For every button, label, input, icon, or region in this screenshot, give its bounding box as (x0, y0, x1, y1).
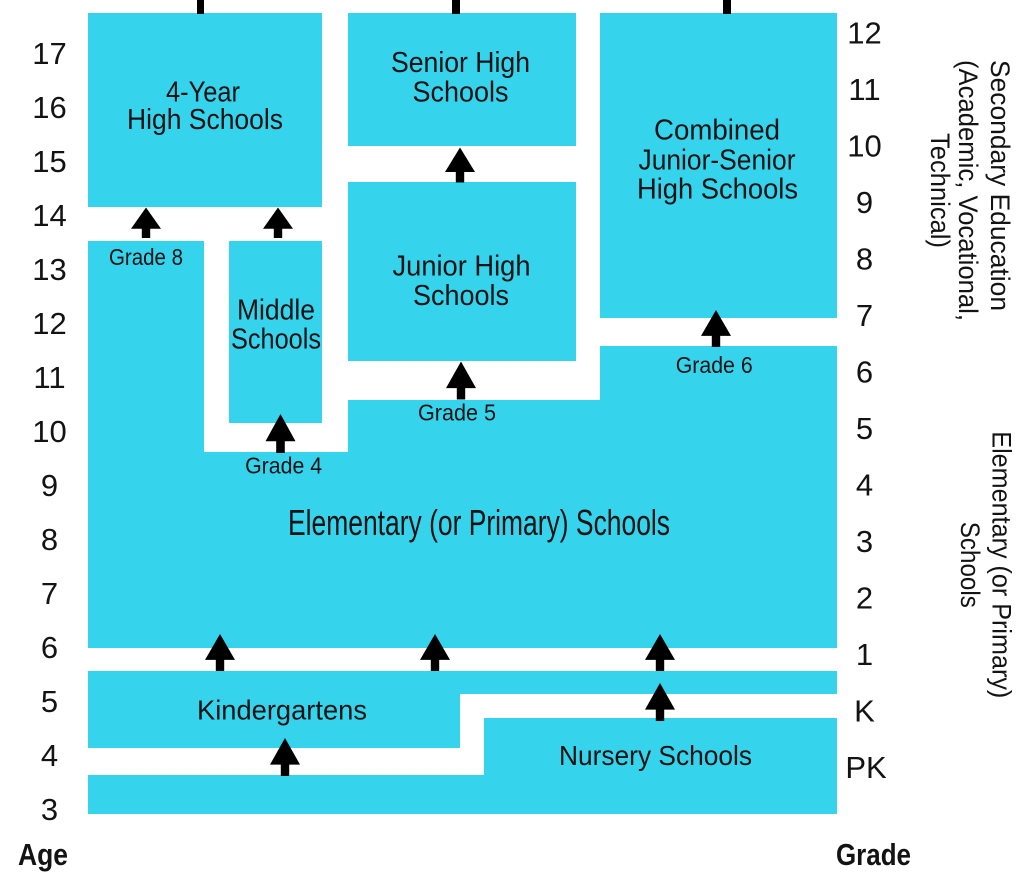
svg-text:8: 8 (856, 241, 873, 276)
svg-text:7: 7 (41, 576, 58, 611)
svg-text:5: 5 (41, 684, 58, 719)
svg-text:16: 16 (32, 90, 66, 125)
svg-text:14: 14 (32, 198, 66, 233)
svg-text:9: 9 (856, 185, 873, 220)
svg-text:Junior High: Junior High (393, 251, 531, 283)
svg-text:Middle: Middle (237, 295, 315, 327)
svg-text:Schools: Schools (955, 522, 985, 608)
svg-text:Elementary (or Primary) School: Elementary (or Primary) Schools (288, 502, 670, 543)
svg-text:Secondary Education: Secondary Education (985, 60, 1015, 311)
svg-text:High Schools: High Schools (637, 173, 798, 205)
svg-text:10: 10 (847, 128, 881, 163)
svg-text:Grade 6: Grade 6 (676, 352, 753, 378)
svg-text:Schools: Schools (413, 280, 509, 312)
svg-text:Kindergartens: Kindergartens (197, 695, 367, 726)
svg-text:8: 8 (41, 522, 58, 557)
svg-text:5: 5 (856, 411, 873, 446)
svg-text:Nursery Schools: Nursery Schools (559, 740, 752, 771)
svg-text:Grade: Grade (836, 837, 911, 872)
svg-text:11: 11 (848, 72, 880, 107)
svg-text:4: 4 (41, 738, 58, 773)
svg-text:10: 10 (32, 414, 66, 449)
svg-text:Grade 5: Grade 5 (418, 400, 496, 426)
svg-text:9: 9 (41, 468, 58, 503)
svg-text:4-Year: 4-Year (166, 77, 240, 109)
svg-text:3: 3 (41, 792, 58, 827)
svg-text:Combined: Combined (654, 115, 780, 147)
svg-text:High Schools: High Schools (127, 104, 283, 136)
svg-text:PK: PK (845, 750, 887, 785)
svg-text:Grade 4: Grade 4 (245, 452, 322, 478)
svg-text:1: 1 (856, 637, 873, 672)
svg-text:Schools: Schools (231, 323, 321, 355)
svg-text:4: 4 (856, 467, 873, 502)
svg-text:Senior High: Senior High (391, 47, 530, 79)
svg-text:17: 17 (32, 36, 66, 71)
svg-text:11: 11 (33, 360, 65, 395)
svg-text:15: 15 (32, 144, 66, 179)
svg-text:K: K (854, 693, 875, 728)
svg-text:12: 12 (32, 306, 66, 341)
svg-text:13: 13 (32, 252, 66, 287)
svg-text:Elementary (or Primary): Elementary (or Primary) (987, 431, 1017, 698)
svg-text:Age: Age (18, 837, 68, 872)
svg-text:6: 6 (856, 354, 873, 389)
svg-text:(Academic, Vocational,: (Academic, Vocational, (953, 60, 983, 321)
svg-text:6: 6 (41, 630, 58, 665)
svg-text:3: 3 (856, 524, 873, 559)
svg-text:12: 12 (847, 15, 881, 50)
svg-text:Technical): Technical) (925, 133, 955, 248)
svg-text:7: 7 (856, 298, 873, 333)
svg-text:Grade 8: Grade 8 (109, 244, 183, 270)
svg-text:Schools: Schools (413, 77, 509, 109)
svg-text:2: 2 (856, 580, 873, 615)
svg-text:Junior-Senior: Junior-Senior (639, 144, 796, 176)
